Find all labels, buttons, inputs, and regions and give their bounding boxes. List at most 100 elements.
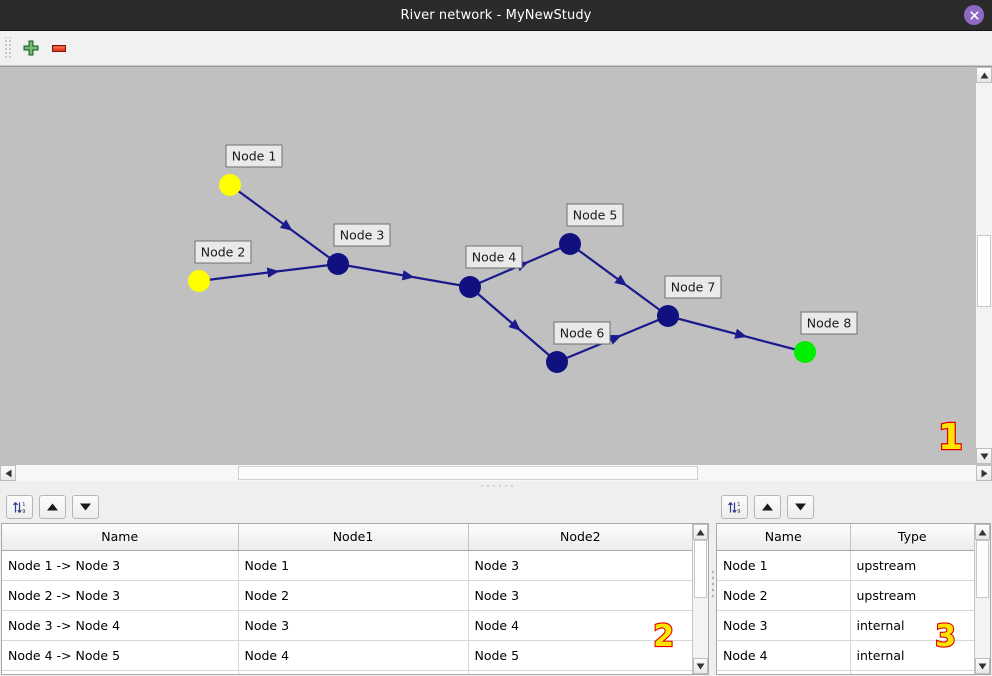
table-cell[interactable]: Node 1 — [238, 550, 469, 581]
scroll-right-button[interactable] — [976, 465, 992, 481]
reaches-col-name[interactable]: Name — [2, 524, 239, 551]
canvas-vscroll-thumb[interactable] — [977, 235, 991, 307]
scroll-down-button[interactable] — [976, 448, 992, 464]
table-cell[interactable]: Node 4 — [238, 640, 469, 671]
node-label-box[interactable]: Node 7 — [664, 275, 722, 299]
node-label-text: Node 2 — [201, 245, 246, 260]
table-cell[interactable] — [238, 670, 469, 674]
close-button[interactable] — [964, 5, 984, 25]
node-label-box[interactable]: Node 3 — [333, 223, 391, 247]
table-cell[interactable] — [2, 670, 239, 674]
table-cell[interactable]: Node 2 -> Node 3 — [2, 580, 239, 611]
scroll-left-button[interactable] — [0, 465, 16, 481]
toolbar-drag-handle[interactable] — [4, 37, 13, 59]
graph-node-labels: Node 1 Node 2 Node 3 Node 4 Node 5 Node 6 Node… — [194, 144, 858, 345]
triangle-down-icon — [80, 503, 91, 511]
graph-node-node-7[interactable] — [657, 305, 679, 327]
table-cell[interactable] — [850, 670, 974, 674]
scroll-down-button[interactable] — [693, 658, 708, 674]
reaches-vertical-scrollbar[interactable] — [692, 524, 708, 674]
nodes-vertical-scrollbar[interactable] — [974, 524, 990, 674]
reaches-sort-button[interactable]: 1 9 — [6, 495, 33, 519]
graph-node-node-3[interactable] — [327, 253, 349, 275]
table-row-empty[interactable] — [717, 670, 974, 674]
scroll-up-button[interactable] — [975, 524, 990, 540]
table-cell[interactable]: Node 3 — [717, 610, 851, 641]
reaches-move-down-button[interactable] — [72, 495, 99, 519]
delete-node-button[interactable] — [45, 35, 73, 61]
scroll-up-button[interactable] — [693, 524, 708, 540]
reaches-vscroll-thumb[interactable] — [694, 540, 708, 598]
table-cell[interactable]: Node 1 -> Node 3 — [2, 550, 239, 581]
table-cell[interactable]: upstream — [850, 580, 974, 611]
nodes-col-type[interactable]: Type — [850, 524, 974, 551]
river-network-graph[interactable]: Node 1 Node 2 Node 3 Node 4 Node 5 Node 6 Node… — [0, 67, 975, 463]
node-label-box[interactable]: Node 4 — [465, 245, 523, 269]
table-cell[interactable]: Node 3 — [468, 580, 693, 611]
graph-node-node-2[interactable] — [188, 270, 210, 292]
table-cell[interactable]: internal — [850, 640, 974, 671]
canvas-hscroll-thumb[interactable] — [238, 466, 698, 480]
node-label-box[interactable]: Node 1 — [225, 144, 283, 168]
table-cell[interactable] — [717, 670, 851, 674]
node-label-box[interactable]: Node 8 — [800, 311, 858, 335]
reaches-move-up-button[interactable] — [39, 495, 66, 519]
vertical-splitter[interactable] — [710, 491, 715, 676]
nodes-move-up-button[interactable] — [754, 495, 781, 519]
canvas-vertical-scrollbar[interactable] — [975, 66, 992, 464]
table-cell[interactable]: Node 3 — [468, 550, 693, 581]
graph-node-node-5[interactable] — [559, 233, 581, 255]
table-cell[interactable]: upstream — [850, 550, 974, 581]
reaches-col-node2[interactable]: Node2 — [468, 524, 693, 551]
table-cell[interactable]: Node 4 -> Node 5 — [2, 640, 239, 671]
node-label-box[interactable]: Node 5 — [566, 203, 624, 227]
reaches-col-node1[interactable]: Node1 — [238, 524, 469, 551]
scroll-down-button[interactable] — [975, 658, 990, 674]
scroll-up-button[interactable] — [976, 67, 992, 83]
nodes-vscroll-track[interactable] — [975, 540, 990, 658]
table-cell[interactable]: Node 3 -> Node 4 — [2, 610, 239, 641]
canvas-hscroll-track[interactable] — [16, 465, 976, 481]
graph-node-node-8[interactable] — [794, 341, 816, 363]
graph-node-node-1[interactable] — [219, 174, 241, 196]
triangle-down-icon — [978, 663, 987, 669]
graph-canvas-region: Node 1 Node 2 Node 3 Node 4 Node 5 Node 6 Node… — [0, 66, 992, 464]
nodes-move-down-button[interactable] — [787, 495, 814, 519]
graph-node-node-4[interactable] — [459, 276, 481, 298]
nodes-vscroll-thumb[interactable] — [976, 540, 989, 598]
reaches-vscroll-track[interactable] — [693, 540, 708, 658]
graph-canvas[interactable]: Node 1 Node 2 Node 3 Node 4 Node 5 Node 6 Node… — [0, 66, 975, 464]
table-cell[interactable]: Node 4 — [717, 640, 851, 671]
node-label-box[interactable]: Node 6 — [553, 321, 611, 345]
horizontal-splitter[interactable] — [0, 481, 992, 491]
nodes-sort-button[interactable]: 1 9 — [721, 495, 748, 519]
canvas-vscroll-track[interactable] — [976, 83, 992, 448]
svg-text:1: 1 — [737, 502, 740, 508]
graph-node-node-6[interactable] — [546, 351, 568, 373]
table-cell[interactable]: Node 2 — [238, 580, 469, 611]
table-cell[interactable] — [468, 670, 693, 674]
node-label-box[interactable]: Node 2 — [194, 240, 252, 264]
table-row-empty[interactable] — [2, 670, 693, 674]
table-cell[interactable]: internal — [850, 610, 974, 641]
add-node-button[interactable] — [17, 35, 45, 61]
table-cell[interactable]: Node 5 — [468, 640, 693, 671]
table-cell[interactable]: Node 3 — [238, 610, 469, 641]
table-cell[interactable]: Node 4 — [468, 610, 693, 641]
table-cell[interactable]: Node 2 — [717, 580, 851, 611]
table-cell[interactable]: Node 1 — [717, 550, 851, 581]
nodes-col-name[interactable]: Name — [717, 524, 851, 551]
canvas-horizontal-scrollbar[interactable] — [0, 464, 992, 481]
